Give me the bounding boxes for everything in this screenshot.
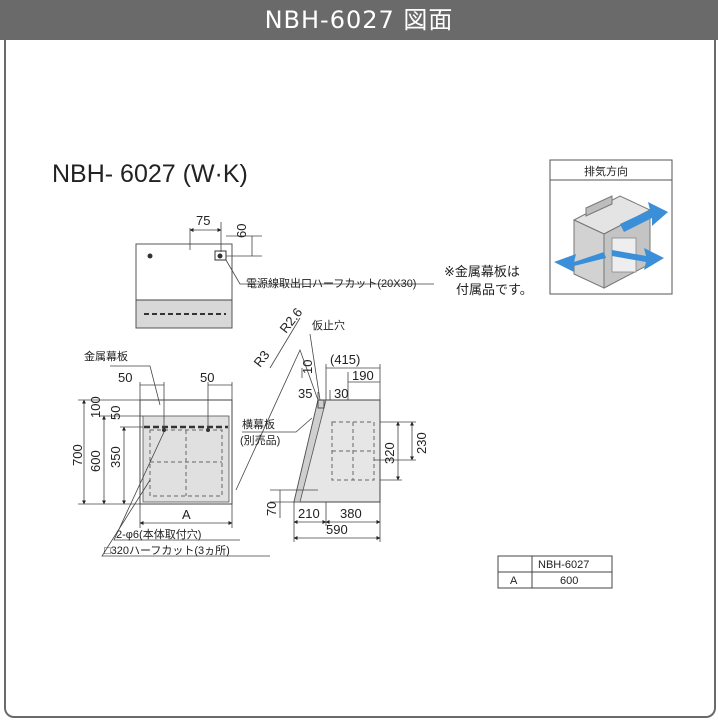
front-view: 金属幕板 50 50 700 600 350 100 50 A 2-φ6(本体取… [70,349,270,557]
dim-50-right: 50 [200,370,214,385]
table-header-model: NBH-6027 [538,559,589,571]
cutout-note: 電源線取出口ハーフカット(20X30) [246,276,416,290]
stop-hole-label: 仮止穴 [312,318,345,332]
r3-label: R3 [251,348,273,370]
dim-35: 35 [298,386,312,401]
page-title: NBH-6027 図面 [264,6,454,34]
exhaust-arrow-front [612,248,664,270]
dim-10: 10 [300,360,315,374]
dim-50-left: 50 [118,370,132,385]
dim-700: 700 [70,444,85,466]
dim-380: 380 [340,506,362,521]
model-title: NBH- 6027 (W·K) [52,160,248,188]
dim-75: 75 [196,213,210,228]
mount-hole [147,253,153,259]
halfcut-note: □320ハーフカット(3ヵ所) [104,544,230,557]
exhaust-arrow-left [554,252,606,272]
hole-note: 2-φ6(本体取付穴) [116,527,201,541]
mount-hole [217,253,223,259]
drawing-frame [4,40,716,718]
side-panel-label: 横幕板 [242,417,275,431]
title-bar: NBH-6027 図面 [0,0,718,40]
dim-590: 590 [326,522,348,537]
table-cell-label: A [510,575,518,587]
dim-230: 230 [414,432,429,454]
dim-415: (415) [330,352,360,367]
r26-label: R2.6 [277,305,306,336]
dim-30: 30 [334,386,348,401]
dim-60: 60 [234,224,249,238]
exhaust-arrow-right [620,202,668,232]
dim-350: 350 [108,446,123,468]
side-panel-sub: (別売品) [240,434,280,447]
note-line-1: ※金属幕板は [444,264,520,279]
dim-A: A [182,507,191,522]
dim-70: 70 [264,502,279,516]
dimension-table: NBH-6027 A 600 [497,555,613,589]
note-line-2: 付属品です。 [456,282,533,297]
side-view: R2.6 R3 仮止穴 10 (415) 190 35 30 横幕板 (別売品)… [235,305,429,542]
table-cell-value: 600 [560,575,578,587]
dim-600: 600 [88,450,103,472]
panel-label: 金属幕板 [84,349,128,363]
exhaust-label: 排気方向 [584,164,628,178]
dim-210: 210 [298,506,320,521]
dim-190: 190 [352,368,374,383]
dim-50-vertical: 50 [108,406,123,420]
dim-100: 100 [88,396,103,418]
dim-320: 320 [382,442,397,464]
exhaust-diagram: 排気方向 [549,159,673,295]
top-view: 75 60 電源線取出口ハーフカット(20X30) [135,213,434,329]
